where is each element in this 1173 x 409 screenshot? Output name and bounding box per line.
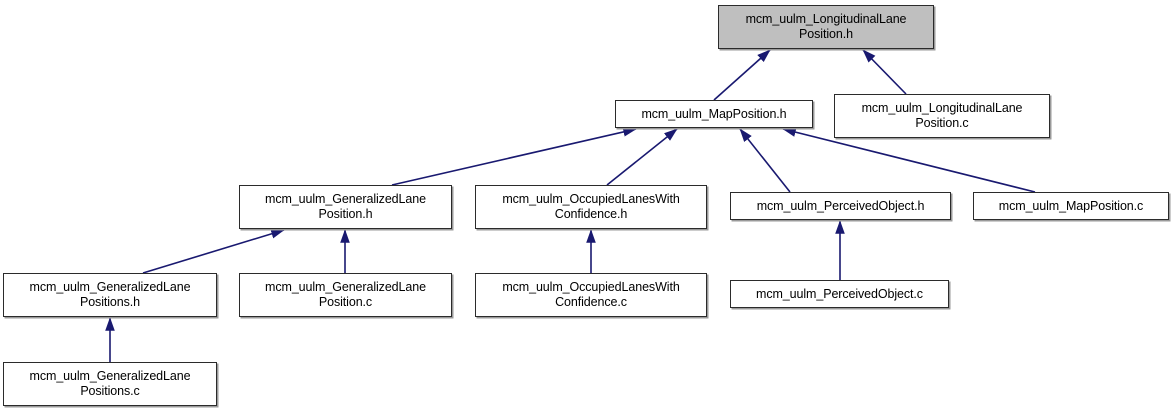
graph-node-occupiedlaneswithconfidence_h[interactable]: mcm_uulm_OccupiedLanesWith Confidence.h	[475, 185, 707, 229]
graph-edge	[142, 229, 285, 274]
graph-node-generalizedlaneposition_h[interactable]: mcm_uulm_GeneralizedLane Position.h	[239, 185, 452, 229]
graph-node-label: mcm_uulm_GeneralizedLane Positions.h	[29, 280, 191, 309]
graph-node-label: mcm_uulm_PerceivedObject.h	[756, 198, 925, 213]
graph-node-label: mcm_uulm_GeneralizedLane Positions.c	[29, 369, 191, 398]
graph-node-label: mcm_uulm_LongitudinalLane Position.h	[745, 12, 907, 41]
graph-node-label: mcm_uulm_PerceivedObject.c	[756, 286, 923, 301]
graph-node-label: mcm_uulm_MapPosition.h	[641, 106, 787, 121]
graph-edge	[606, 128, 678, 186]
graph-edge	[862, 49, 907, 95]
graph-node-label: mcm_uulm_LongitudinalLane Position.c	[861, 101, 1023, 130]
graph-edge	[739, 128, 791, 193]
graph-node-occupiedlaneswithconfidence_c[interactable]: mcm_uulm_OccupiedLanesWith Confidence.c	[475, 273, 707, 317]
graph-node-generalizedlanepositions_h[interactable]: mcm_uulm_GeneralizedLane Positions.h	[3, 273, 217, 317]
graph-edge	[713, 49, 771, 101]
graph-node-mapposition_h[interactable]: mcm_uulm_MapPosition.h	[615, 100, 813, 128]
graph-node-generalizedlanepositions_c[interactable]: mcm_uulm_GeneralizedLane Positions.c	[3, 362, 217, 406]
graph-node-generalizedlaneposition_c[interactable]: mcm_uulm_GeneralizedLane Position.c	[239, 273, 452, 317]
graph-node-perceivedobject_h[interactable]: mcm_uulm_PerceivedObject.h	[730, 192, 951, 220]
graph-node-label: mcm_uulm_OccupiedLanesWith Confidence.c	[502, 280, 680, 309]
graph-node-label: mcm_uulm_MapPosition.c	[998, 198, 1144, 213]
graph-node-perceivedobject_c[interactable]: mcm_uulm_PerceivedObject.c	[730, 280, 949, 308]
graph-node-longitudinallaneposition_h: mcm_uulm_LongitudinalLane Position.h	[718, 5, 934, 49]
graph-node-longitudinallaneposition_c[interactable]: mcm_uulm_LongitudinalLane Position.c	[834, 94, 1050, 138]
graph-node-label: mcm_uulm_OccupiedLanesWith Confidence.h	[502, 192, 680, 221]
graph-node-label: mcm_uulm_GeneralizedLane Position.h	[265, 192, 426, 221]
graph-edge	[782, 127, 1036, 193]
graph-node-mapposition_c[interactable]: mcm_uulm_MapPosition.c	[973, 192, 1169, 220]
graph-node-label: mcm_uulm_GeneralizedLane Position.c	[265, 280, 426, 309]
graph-edge	[391, 127, 637, 186]
